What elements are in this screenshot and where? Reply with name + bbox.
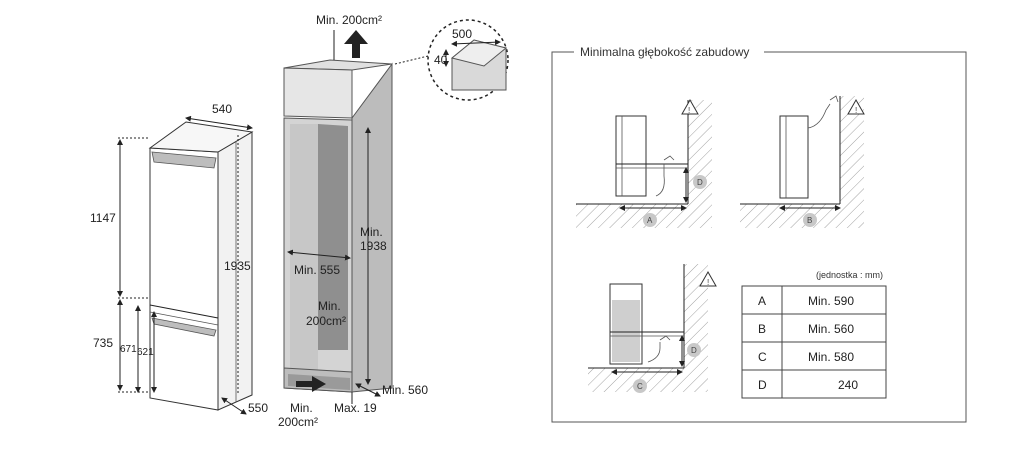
fridge-drawing: 540 1935 1147 735 671 621 550 (90, 102, 268, 415)
table-row-c-value: Min. 580 (808, 350, 854, 364)
marker-b (803, 213, 817, 227)
table-row-b-key: B (758, 322, 766, 336)
marker-c (633, 379, 647, 393)
marker-d-c-text: D (691, 346, 697, 355)
lower-height-label: 735 (93, 336, 113, 350)
plinth-label: Max. 19 (334, 401, 377, 415)
panel-border (551, 51, 967, 423)
fridge-depth-label: 550 (248, 401, 268, 415)
diagram-a: D A ! (576, 98, 712, 228)
marker-d-a-text: D (697, 178, 703, 187)
inner-width-label: Min. 555 (294, 263, 340, 277)
marker-c-text: C (637, 382, 643, 391)
table-row-a-value: Min. 590 (808, 294, 854, 308)
mid-vent-label-1: Min. (318, 299, 341, 313)
marker-a-text: A (647, 216, 653, 225)
panel-title: Minimalna głębokość zabudowy (580, 45, 749, 59)
cabinet-depth-label: Min. 560 (382, 383, 428, 397)
fridge-width-label: 540 (212, 102, 232, 116)
svg-text:!: ! (707, 278, 709, 287)
mid-vent-label-2: 200cm² (306, 314, 346, 328)
marker-b-text: B (807, 216, 812, 225)
cabinet-drawing: Min. 200cm² Min. 555 Min. 1938 Min. 200c… (278, 13, 509, 429)
detail-height-label: 40 (434, 53, 448, 67)
table-row-d-value: 240 (838, 378, 858, 392)
table-row-c-key: C (758, 350, 767, 364)
marker-d-a (693, 175, 707, 189)
unit-note: (jednostka : mm) (816, 270, 883, 280)
bottom-vent-label-1: Min. (290, 401, 313, 415)
inner-height-label-2: 1938 (360, 239, 387, 253)
svg-text:!: ! (688, 106, 690, 115)
inner-height-label-1: Min. (360, 225, 383, 239)
table-row-b-value: Min. 560 (808, 322, 854, 336)
min-depth-table: A Min. 590 B Min. 560 C Min. 580 D 240 (741, 285, 887, 399)
detail-depth-label: 500 (452, 27, 472, 41)
marker-a (643, 213, 657, 227)
min-depth-panel: Minimalna głębokość zabudowy D A ! (551, 45, 967, 423)
drawer-621-label: 621 (137, 347, 154, 358)
diagram-c: D C ! (588, 264, 717, 393)
marker-d-c (687, 343, 701, 357)
table-row-a-key: A (758, 294, 766, 308)
fridge-height-label: 1935 (224, 259, 251, 273)
drawer-671-label: 671 (120, 344, 137, 355)
diagram-b: B ! (740, 95, 865, 228)
svg-text:!: ! (855, 106, 857, 115)
table-row-d-key: D (758, 378, 767, 392)
upper-height-label: 1147 (90, 211, 116, 225)
top-vent-label: Min. 200cm² (316, 13, 382, 27)
bottom-vent-label-2: 200cm² (278, 415, 318, 429)
